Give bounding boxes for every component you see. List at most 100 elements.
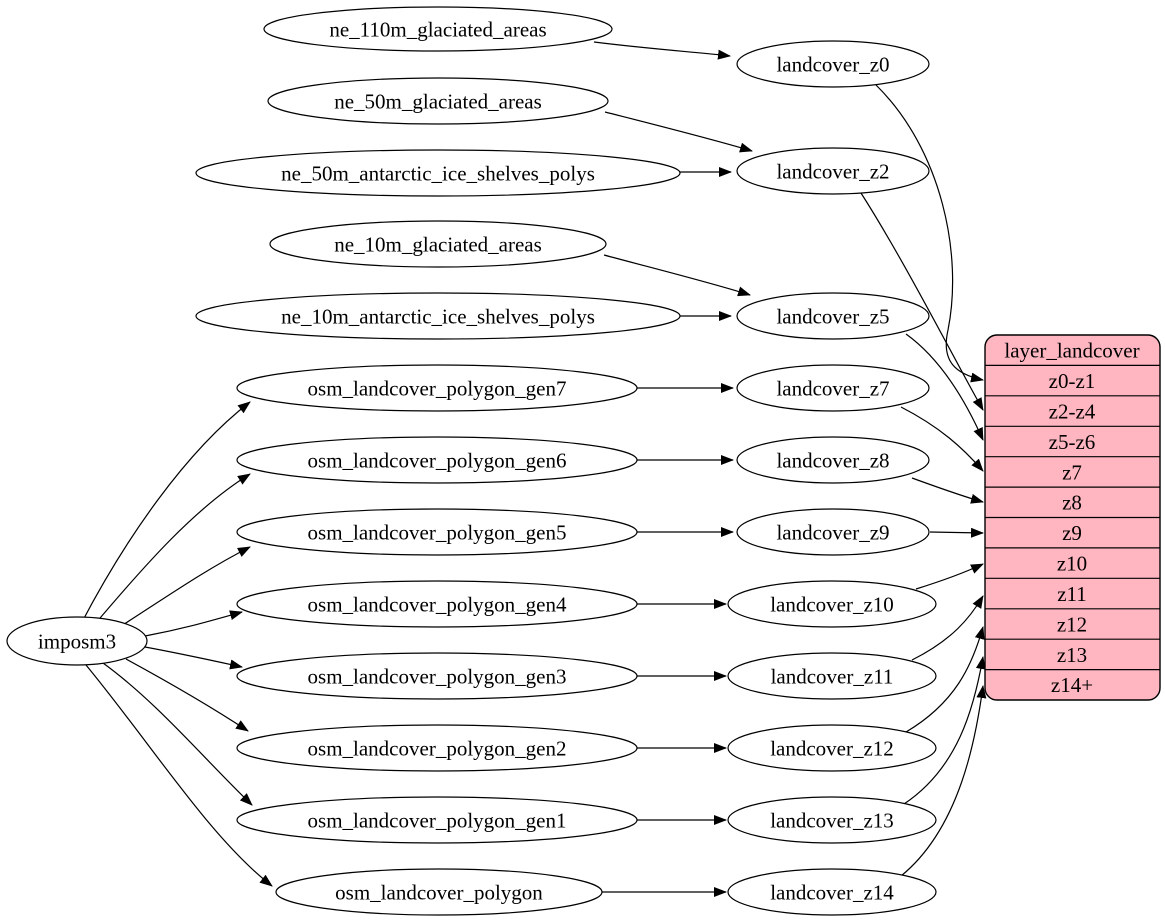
record-row-z10: z10 bbox=[1057, 551, 1087, 575]
layer-landcover-title: layer_landcover bbox=[1004, 339, 1139, 363]
edge-z14-to-row bbox=[900, 685, 987, 877]
node-osm-landcover-polygon-gen5: osm_landcover_polygon_gen5 bbox=[236, 508, 638, 556]
gen6-ellipse bbox=[236, 436, 638, 484]
edge-imposm3-to-gen2 bbox=[125, 658, 249, 732]
edge-z9-to-row bbox=[929, 527, 984, 538]
gen4-ellipse bbox=[236, 580, 638, 628]
z2-ellipse bbox=[736, 147, 930, 195]
gen1-label: osm_landcover_polygon_gen1 bbox=[308, 808, 567, 832]
node-osm-landcover-polygon-gen3: osm_landcover_polygon_gen3 bbox=[236, 652, 638, 700]
edge-layer bbox=[81, 41, 987, 897]
node-layer-landcover: layer_landcover z0-z1 z2-z4 z5-z6 z7 z8 … bbox=[984, 334, 1161, 701]
z10-label: landcover_z10 bbox=[770, 592, 894, 616]
record-row-z8: z8 bbox=[1062, 491, 1082, 515]
node-osm-landcover-polygon-gen4: osm_landcover_polygon_gen4 bbox=[236, 580, 638, 628]
gen6-label: osm_landcover_polygon_gen6 bbox=[308, 448, 567, 472]
polygon-label: osm_landcover_polygon bbox=[335, 880, 543, 904]
record-row-z14plus: z14+ bbox=[1051, 673, 1093, 697]
edge-ne10m-glaciated-to-z5 bbox=[603, 254, 751, 297]
node-landcover-z0: landcover_z0 bbox=[736, 40, 930, 88]
record-row-z12: z12 bbox=[1057, 612, 1087, 636]
node-landcover-z11: landcover_z11 bbox=[727, 652, 937, 700]
node-ne-10m-glaciated-areas: ne_10m_glaciated_areas bbox=[269, 220, 607, 268]
node-osm-landcover-polygon-gen7: osm_landcover_polygon_gen7 bbox=[236, 364, 638, 412]
node-ne-50m-antarctic-ice-shelves-polys: ne_50m_antarctic_ice_shelves_polys bbox=[195, 149, 681, 197]
ne-110m-label: ne_110m_glaciated_areas bbox=[329, 17, 546, 41]
node-imposm3: imposm3 bbox=[6, 616, 148, 666]
record-row-z0-z1: z0-z1 bbox=[1049, 369, 1096, 393]
ne-10m-glaciated-label: ne_10m_glaciated_areas bbox=[334, 232, 542, 256]
edge-z11-to-row bbox=[911, 595, 984, 661]
z8-ellipse bbox=[736, 436, 930, 484]
z11-label: landcover_z11 bbox=[771, 664, 894, 688]
node-landcover-z10: landcover_z10 bbox=[727, 580, 937, 628]
gen3-ellipse bbox=[236, 652, 638, 700]
edge-imposm3-to-gen6 bbox=[94, 473, 251, 625]
edge-imposm3-to-gen4 bbox=[144, 610, 243, 637]
node-osm-landcover-polygon-gen6: osm_landcover_polygon_gen6 bbox=[236, 436, 638, 484]
ne-10m-antarctic-ellipse bbox=[195, 292, 681, 340]
ne-50m-glaciated-ellipse bbox=[267, 77, 609, 125]
node-ne-50m-glaciated-areas: ne_50m_glaciated_areas bbox=[267, 77, 609, 125]
edge-z8-to-row bbox=[911, 477, 984, 504]
node-landcover-z5: landcover_z5 bbox=[736, 292, 930, 340]
node-osm-landcover-polygon-gen2: osm_landcover_polygon_gen2 bbox=[236, 724, 638, 772]
z2-label: landcover_z2 bbox=[776, 159, 889, 183]
node-landcover-z13: landcover_z13 bbox=[727, 796, 937, 844]
edge-imposm3-to-gen7 bbox=[81, 401, 251, 623]
node-osm-landcover-polygon: osm_landcover_polygon bbox=[275, 868, 603, 916]
ne-110m-ellipse bbox=[263, 6, 613, 52]
ne-50m-glaciated-label: ne_50m_glaciated_areas bbox=[334, 89, 542, 113]
z14-label: landcover_z14 bbox=[770, 880, 894, 904]
z11-ellipse bbox=[727, 652, 937, 700]
z7-label: landcover_z7 bbox=[776, 376, 889, 400]
polygon-ellipse bbox=[275, 868, 603, 916]
record-row-z5-z6: z5-z6 bbox=[1049, 430, 1096, 454]
z0-ellipse bbox=[736, 40, 930, 88]
z13-ellipse bbox=[727, 796, 937, 844]
imposm3-label: imposm3 bbox=[38, 629, 116, 653]
gen7-ellipse bbox=[236, 364, 638, 412]
edge-z7-to-row bbox=[900, 406, 984, 472]
z8-label: landcover_z8 bbox=[776, 448, 889, 472]
node-ne-110m-glaciated-areas: ne_110m_glaciated_areas bbox=[263, 6, 613, 52]
edge-imposm3-to-gen3 bbox=[144, 646, 243, 670]
node-osm-landcover-polygon-gen1: osm_landcover_polygon_gen1 bbox=[236, 796, 638, 844]
gen5-ellipse bbox=[236, 508, 638, 556]
z12-label: landcover_z12 bbox=[770, 736, 894, 760]
edge-imposm3-to-gen5 bbox=[114, 546, 251, 631]
gen1-ellipse bbox=[236, 796, 638, 844]
z5-label: landcover_z5 bbox=[776, 304, 889, 328]
node-landcover-z12: landcover_z12 bbox=[727, 724, 937, 772]
node-landcover-z14: landcover_z14 bbox=[727, 868, 937, 916]
record-row-z13: z13 bbox=[1057, 643, 1087, 667]
z13-label: landcover_z13 bbox=[770, 808, 894, 832]
z14-ellipse bbox=[727, 868, 937, 916]
record-row-z7: z7 bbox=[1062, 460, 1082, 484]
ne-10m-glaciated-ellipse bbox=[269, 220, 607, 268]
edge-z13-to-row bbox=[903, 656, 986, 805]
ne-50m-antarctic-ellipse bbox=[195, 149, 681, 197]
edge-ne110m-to-z0 bbox=[593, 41, 731, 60]
record-row-z2-z4: z2-z4 bbox=[1049, 399, 1096, 423]
edge-z10-to-row bbox=[915, 563, 984, 590]
edge-z2-to-row bbox=[860, 192, 984, 411]
gen2-label: osm_landcover_polygon_gen2 bbox=[308, 736, 567, 760]
edge-imposm3-to-polygon bbox=[85, 664, 273, 887]
z10-ellipse bbox=[727, 580, 937, 628]
imposm3-ellipse bbox=[6, 616, 148, 666]
node-ne-10m-antarctic-ice-shelves-polys: ne_10m_antarctic_ice_shelves_polys bbox=[195, 292, 681, 340]
edge-z5-to-row bbox=[905, 333, 984, 441]
z9-label: landcover_z9 bbox=[776, 520, 889, 544]
z0-label: landcover_z0 bbox=[776, 52, 889, 76]
z5-ellipse bbox=[736, 292, 930, 340]
gen7-label: osm_landcover_polygon_gen7 bbox=[308, 376, 567, 400]
z12-ellipse bbox=[727, 724, 937, 772]
z7-ellipse bbox=[736, 364, 930, 412]
gen3-label: osm_landcover_polygon_gen3 bbox=[308, 664, 567, 688]
node-landcover-z9: landcover_z9 bbox=[736, 508, 930, 556]
edge-ne50m-glaciated-to-z2 bbox=[604, 111, 753, 153]
node-landcover-z7: landcover_z7 bbox=[736, 364, 930, 412]
